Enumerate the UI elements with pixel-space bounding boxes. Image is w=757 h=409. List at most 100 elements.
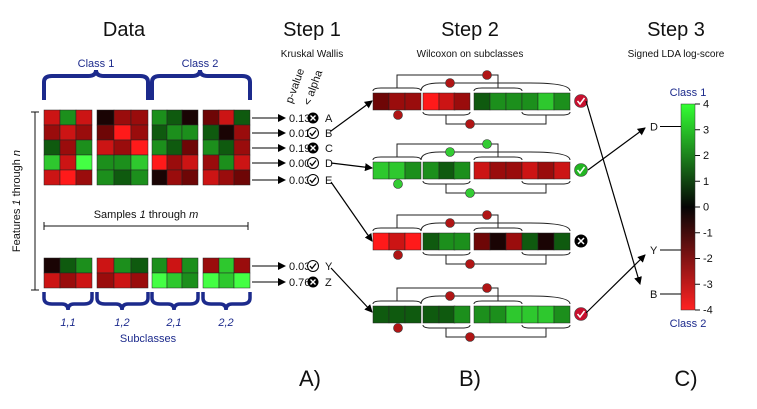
accept-mark (576, 166, 586, 175)
step2-cell (438, 92, 456, 111)
heatmap-cell (130, 124, 149, 141)
heatmap-cell (96, 154, 115, 171)
lda-class2-label: Class 2 (670, 318, 707, 330)
subtitle-step3: Signed LDA log-score (628, 49, 725, 60)
step2-cell (505, 92, 523, 111)
step2-bracket (420, 82, 571, 92)
step2-cell (553, 305, 571, 324)
check-mark (309, 130, 317, 137)
samples-label-var: m (189, 209, 198, 221)
heatmap-cell (75, 139, 93, 156)
heatmap-cell (151, 272, 168, 289)
pvalue-text: 0.03 (289, 175, 310, 187)
step2-cell (489, 232, 507, 251)
step2-cell (422, 232, 440, 251)
heatmap-cell (113, 257, 132, 274)
step2-bracket (420, 295, 571, 305)
heatmap-cell (43, 109, 61, 126)
check-mark (309, 160, 317, 167)
samples-label-pre: Samples (94, 209, 140, 221)
pvalue-text: 0.13 (289, 113, 310, 125)
heatmap-cell (202, 154, 220, 171)
wilcoxon-dot (482, 70, 492, 80)
pvalue-text: 0.19 (289, 143, 310, 155)
heatmap-cell (218, 109, 235, 126)
step1-to-step2-arrow (330, 181, 373, 242)
samples-label-mid: through (146, 209, 189, 221)
heatmap-cell (233, 139, 251, 156)
heatmap-cell (202, 169, 220, 186)
subclass-brace-2 (95, 292, 150, 311)
wilcoxon-dot (445, 147, 455, 157)
subclass-brace-3 (150, 292, 200, 311)
panel-label-b: B) (459, 366, 481, 391)
wilcoxon-dot (445, 78, 455, 88)
heatmap-cell (233, 124, 251, 141)
heatmap-cell (233, 257, 251, 274)
feature-label: E (325, 175, 332, 187)
features-label-mid: through (11, 156, 23, 199)
class2-brace (150, 69, 252, 100)
subtitle-step2: Wilcoxon on subclasses (417, 49, 524, 60)
accept-mark (576, 310, 586, 319)
heatmap-cell (166, 139, 183, 156)
heatmap-cell (113, 154, 132, 171)
cross-mark (310, 279, 316, 285)
step2-cell (372, 232, 390, 251)
step2-cell (372, 92, 390, 111)
step2-cell (388, 92, 406, 111)
heatmap-cell (75, 124, 93, 141)
heatmap-cell (96, 257, 115, 274)
step2-bracket (420, 151, 571, 161)
heatmap-cell (218, 154, 235, 171)
heatmap-cell (151, 109, 168, 126)
step2-cell (404, 232, 422, 251)
accept-mark (576, 97, 586, 106)
step2-bracket (521, 251, 571, 256)
header-step3: Step 3 (647, 19, 705, 41)
accept-badge-icon (574, 307, 588, 321)
features-label-pre: Features (11, 206, 23, 252)
step2-bracket (445, 255, 547, 265)
heatmap-cell (113, 272, 132, 289)
heatmap-cell (96, 124, 115, 141)
heatmap-cell (218, 124, 235, 141)
step2-bracket (445, 184, 547, 194)
heatmap-cell (181, 109, 199, 126)
heatmap-cell (166, 154, 183, 171)
heatmap-cell (75, 272, 93, 289)
heatmap-cell (96, 169, 115, 186)
wilcoxon-dot (465, 188, 475, 198)
wilcoxon-dot (482, 283, 492, 293)
heatmap-cell (96, 109, 115, 126)
check-mark (309, 263, 317, 270)
step2-cell (505, 161, 523, 180)
class1-label: Class 1 (78, 58, 115, 70)
step2-bracket (473, 300, 523, 305)
step2-cell (473, 161, 491, 180)
check-icon (307, 127, 319, 139)
step2-cell (473, 92, 491, 111)
lda-tick-label: 1 (703, 176, 709, 188)
step3-features: DYB (585, 100, 681, 314)
subtitle-step1: Kruskal Wallis (281, 49, 343, 60)
step2-cell (537, 161, 555, 180)
heatmap-cell (59, 139, 77, 156)
step2-bracket (422, 251, 471, 256)
heatmap-cell (181, 257, 199, 274)
heatmap-top (43, 109, 251, 186)
step2-bracket (521, 180, 571, 185)
heatmap-cell (43, 257, 61, 274)
pvalue-text: 0.76 (289, 277, 310, 289)
heatmap-cell (113, 124, 132, 141)
step2-cell (521, 92, 539, 111)
heatmap-cell (151, 124, 168, 141)
step2-cell (473, 232, 491, 251)
step2-bracket (422, 111, 471, 116)
step1-to-step2-arrow (330, 162, 373, 172)
heatmap-cell (59, 154, 77, 171)
step2-cell (505, 232, 523, 251)
step2-cell (422, 92, 440, 111)
subclass-label-2: 1,2 (114, 317, 129, 329)
